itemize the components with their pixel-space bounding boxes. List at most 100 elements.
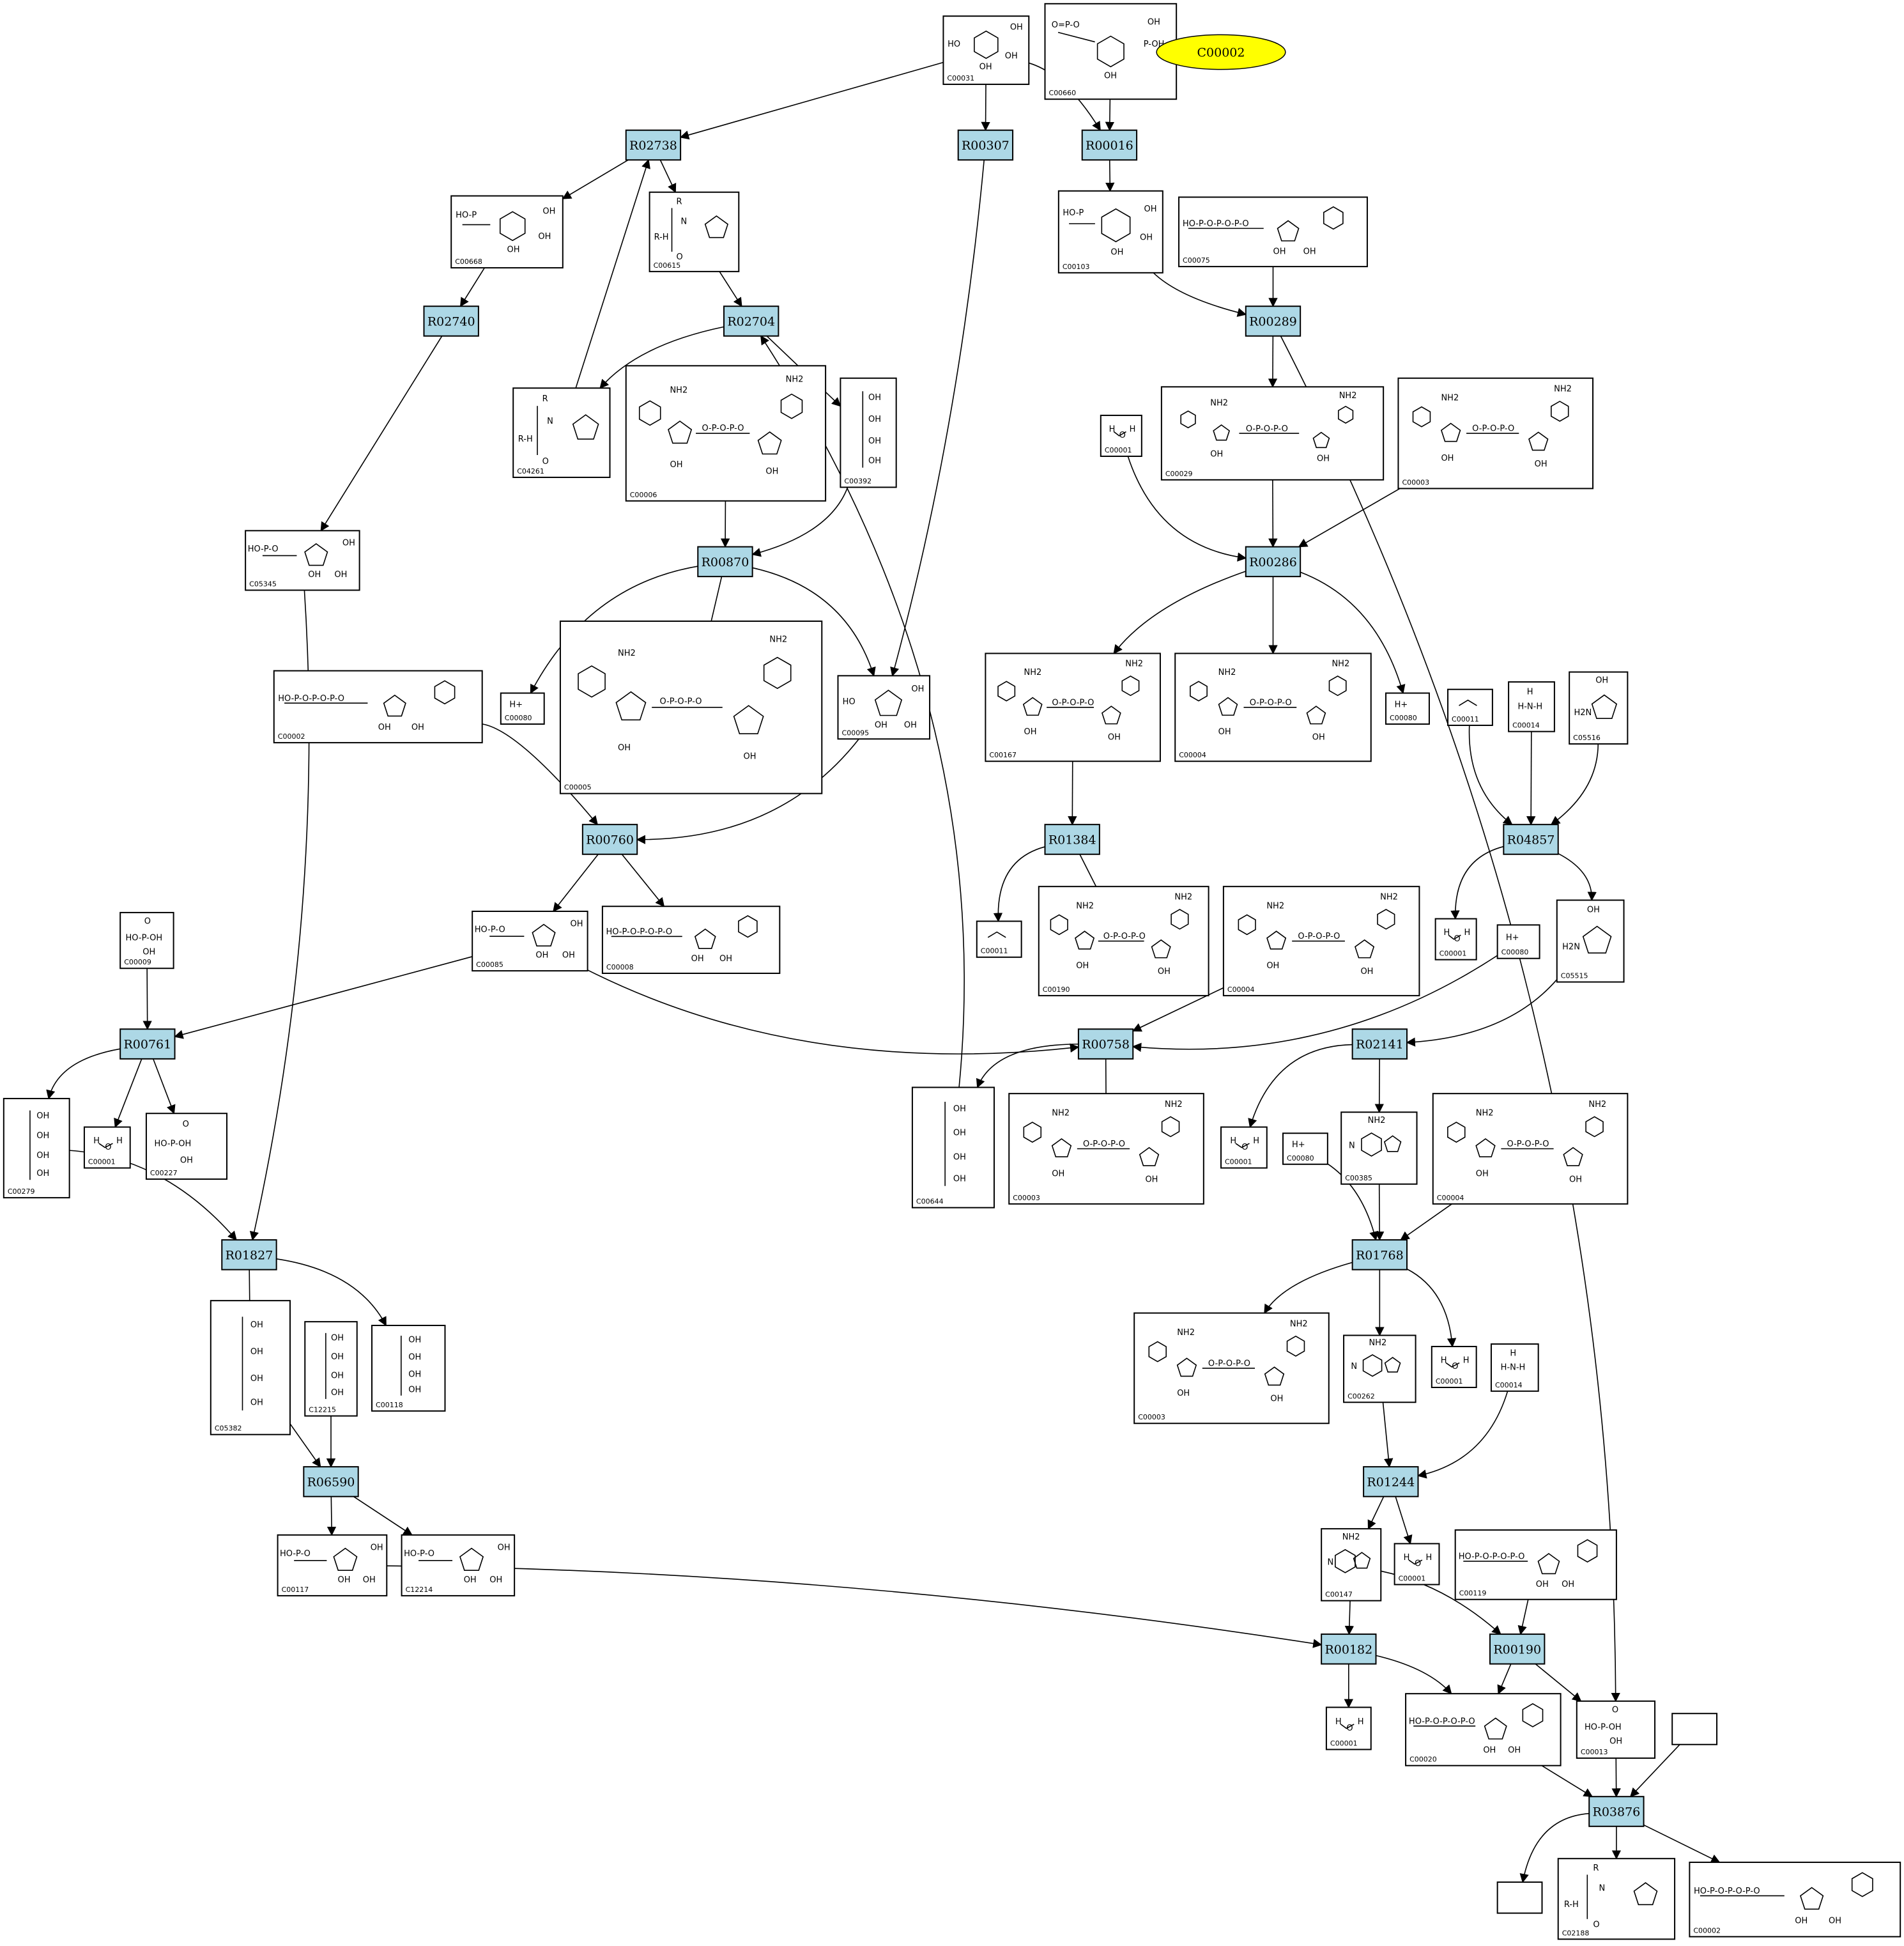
reaction-R00307[interactable]: R00307 <box>957 129 1014 161</box>
edge-c00011a-to-R04857 <box>1468 725 1513 826</box>
edge-c00147-to-R00182 <box>1344 1600 1355 1635</box>
target-compound[interactable]: C00002 <box>1156 34 1286 70</box>
structure-atom-label: OH <box>36 1131 49 1141</box>
structure-atom-label: OH <box>1024 727 1037 737</box>
reaction-R01768[interactable]: R01768 <box>1351 1239 1408 1270</box>
reaction-R00289[interactable]: R00289 <box>1245 305 1301 337</box>
reaction-R00758[interactable]: R00758 <box>1077 1028 1134 1060</box>
structure-atom-label: O <box>677 252 683 262</box>
edge-c00003a-to-R00286 <box>1298 488 1401 548</box>
reaction-R01827[interactable]: R01827 <box>221 1239 277 1270</box>
reaction-R00182[interactable]: R00182 <box>1321 1633 1377 1665</box>
reaction-R00760[interactable]: R00760 <box>581 824 638 855</box>
compound-id-label: C00014 <box>1495 1381 1523 1389</box>
reaction-R03876[interactable]: R03876 <box>1588 1796 1645 1827</box>
reaction-R02740[interactable]: R02740 <box>423 305 479 337</box>
structure-atom-label: NH2 <box>670 386 687 396</box>
structure-atom-label: OH <box>868 436 881 446</box>
reaction-R06590[interactable]: R06590 <box>303 1466 359 1497</box>
compound-c00011b[interactable]: C00011 <box>976 920 1022 958</box>
structure-atom-label: OH <box>1177 1389 1190 1398</box>
compound-empty1[interactable] <box>1671 1713 1718 1745</box>
reaction-R02704[interactable]: R02704 <box>723 305 779 337</box>
reaction-R00286[interactable]: R00286 <box>1245 546 1301 578</box>
reaction-R01384[interactable]: R01384 <box>1044 824 1100 855</box>
reaction-R02141[interactable]: R02141 <box>1351 1028 1408 1060</box>
compound-c00080d[interactable]: H+C00080 <box>1282 1132 1328 1165</box>
reaction-R01244[interactable]: R01244 <box>1363 1466 1419 1497</box>
structure-bond <box>1522 1703 1544 1727</box>
structure-bond <box>763 656 792 690</box>
reaction-R00761[interactable]: R00761 <box>119 1028 176 1060</box>
structure-atom-label: NH2 <box>1441 393 1459 403</box>
compound-c00080c[interactable]: H+C00080 <box>1496 924 1540 959</box>
reaction-R00016[interactable]: R00016 <box>1081 129 1138 161</box>
compound-c00080b[interactable]: H+C00080 <box>1385 692 1430 725</box>
reaction-R00190[interactable]: R00190 <box>1489 1633 1546 1665</box>
structure-bond <box>874 690 903 716</box>
reaction-R02738[interactable]: R02738 <box>625 129 682 161</box>
reaction-R00870[interactable]: R00870 <box>697 546 753 578</box>
reaction-R04857[interactable]: R04857 <box>1503 824 1559 855</box>
structure-atom-label: H <box>1527 687 1533 697</box>
compound-c00080a[interactable]: H+C00080 <box>500 692 545 725</box>
compound-c00011a[interactable]: C00011 <box>1447 688 1493 726</box>
compound-box <box>1556 899 1625 983</box>
compound-empty2[interactable] <box>1496 1881 1543 1914</box>
structure-bond <box>1075 931 1095 950</box>
structure-atom-label: OH <box>765 467 778 477</box>
